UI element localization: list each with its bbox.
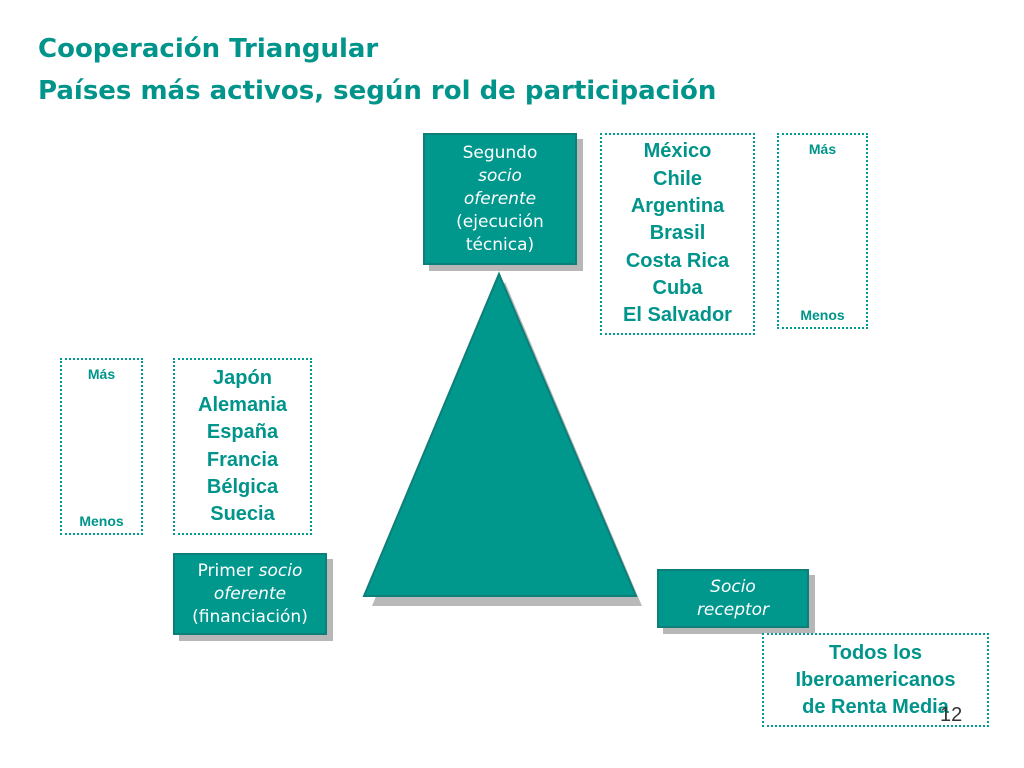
second-role-line2: socio bbox=[478, 165, 522, 186]
list-item: Chile bbox=[653, 167, 702, 190]
list-item: Alemania bbox=[198, 393, 287, 416]
list-item: Costa Rica bbox=[625, 249, 730, 272]
page-number: 12 bbox=[940, 704, 963, 726]
scale-more-label: Más bbox=[87, 366, 116, 382]
second-partners-list: México Chile Argentina Brasil Costa Rica… bbox=[600, 133, 755, 335]
first-role-line3: (financiación) bbox=[192, 606, 308, 627]
receiver-role-box: Socio receptor bbox=[657, 569, 811, 630]
first-partner-role-box: Primer socio oferente (financiación) bbox=[173, 553, 329, 637]
second-role-line3: oferente bbox=[463, 188, 537, 209]
list-item: Todos los bbox=[829, 641, 922, 664]
scale-box-right: Más Menos bbox=[777, 133, 868, 329]
list-item: Brasil bbox=[649, 222, 706, 245]
first-role-line2: oferente bbox=[213, 583, 287, 604]
second-role-line5: técnica) bbox=[465, 234, 535, 255]
scale-less-label: Menos bbox=[79, 513, 124, 529]
second-partner-role-box: Segundo socio oferente (ejecución técnic… bbox=[423, 133, 579, 267]
receiver-role-line1: Socio bbox=[710, 576, 756, 597]
first-role-line1: Primer socio bbox=[198, 560, 303, 583]
scale-more-label: Más bbox=[808, 141, 837, 157]
scale-less-label: Menos bbox=[800, 307, 845, 323]
slide-subtitle: Países más activos, según rol de partici… bbox=[38, 76, 717, 106]
list-item: Suecia bbox=[210, 503, 275, 526]
slide-title: Cooperación Triangular bbox=[38, 34, 379, 64]
first-partners-list: Japón Alemania España Francia Bélgica Su… bbox=[173, 358, 312, 535]
list-item: España bbox=[206, 421, 279, 444]
second-role-line4: (ejecución bbox=[456, 211, 544, 232]
list-item: Bélgica bbox=[206, 475, 279, 498]
second-role-line1: Segundo bbox=[462, 142, 538, 163]
list-item: México bbox=[643, 140, 712, 163]
list-item: Francia bbox=[206, 448, 279, 471]
list-item: Iberoamericanos bbox=[795, 668, 956, 691]
list-item: Japón bbox=[213, 366, 272, 389]
triangle-main bbox=[362, 271, 638, 597]
receiver-role-line2: receptor bbox=[696, 599, 770, 620]
list-item: Cuba bbox=[652, 276, 703, 299]
first-role-word-primer: Primer bbox=[197, 560, 259, 581]
list-item: El Salvador bbox=[623, 304, 732, 327]
triangle-shape bbox=[362, 271, 642, 606]
receivers-list: Todos los Iberoamericanos de Renta Media bbox=[762, 633, 989, 727]
list-item: Argentina bbox=[630, 195, 725, 218]
first-role-word-socio: socio bbox=[258, 560, 303, 581]
scale-box-left: Más Menos bbox=[60, 358, 143, 535]
list-item: de Renta Media bbox=[802, 695, 949, 718]
